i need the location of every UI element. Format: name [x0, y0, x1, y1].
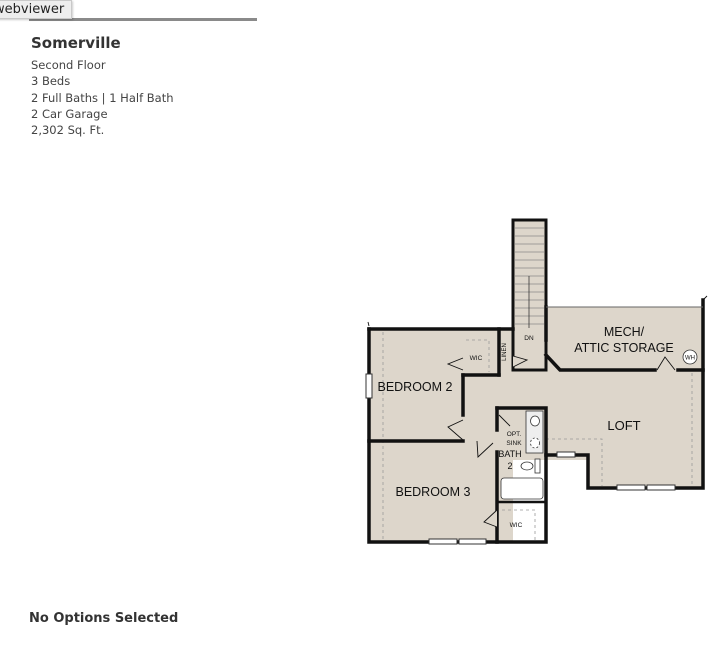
sink-label: SINK	[506, 440, 522, 447]
linen-label: LINEN	[502, 343, 508, 361]
garage-info: 2 Car Garage	[31, 106, 108, 121]
opt-label: OPT.	[507, 431, 522, 438]
room-label-loft: LOFT	[607, 418, 640, 433]
wic-label-2: WIC	[510, 522, 523, 529]
square-footage: 2,302 Sq. Ft.	[31, 123, 105, 138]
floor-name: Second Floor	[31, 58, 106, 72]
webviewer-tooltip: webviewer	[0, 0, 73, 19]
stairs	[515, 227, 544, 328]
plan-details: Second Floor 3 Beds 2 Full Baths | 1 Hal…	[31, 57, 174, 138]
room-label-mech: MECH/	[604, 325, 645, 339]
water-heater-label: WH	[685, 356, 695, 362]
windows	[365, 373, 676, 545]
baths-count: 2 Full Baths | 1 Half Bath	[31, 90, 174, 105]
beds-count: 3 Beds	[31, 74, 71, 89]
bath-number-label: 2	[507, 461, 512, 471]
wic-label-1: WIC	[470, 355, 483, 362]
bath-label: BATH	[498, 449, 521, 459]
dashed-lines	[382, 332, 693, 540]
plan-title: Somerville	[31, 34, 121, 52]
options-status: No Options Selected	[29, 611, 179, 626]
doors	[367, 295, 708, 528]
floor-fill	[369, 220, 703, 542]
room-label-bedroom2: BEDROOM 2	[377, 380, 452, 394]
stairs-down-label: DN	[524, 335, 534, 342]
room-label-attic: ATTIC STORAGE	[574, 341, 674, 355]
room-label-bedroom3: BEDROOM 3	[395, 485, 470, 499]
bath-fixtures	[500, 349, 698, 500]
header-divider	[29, 18, 257, 21]
